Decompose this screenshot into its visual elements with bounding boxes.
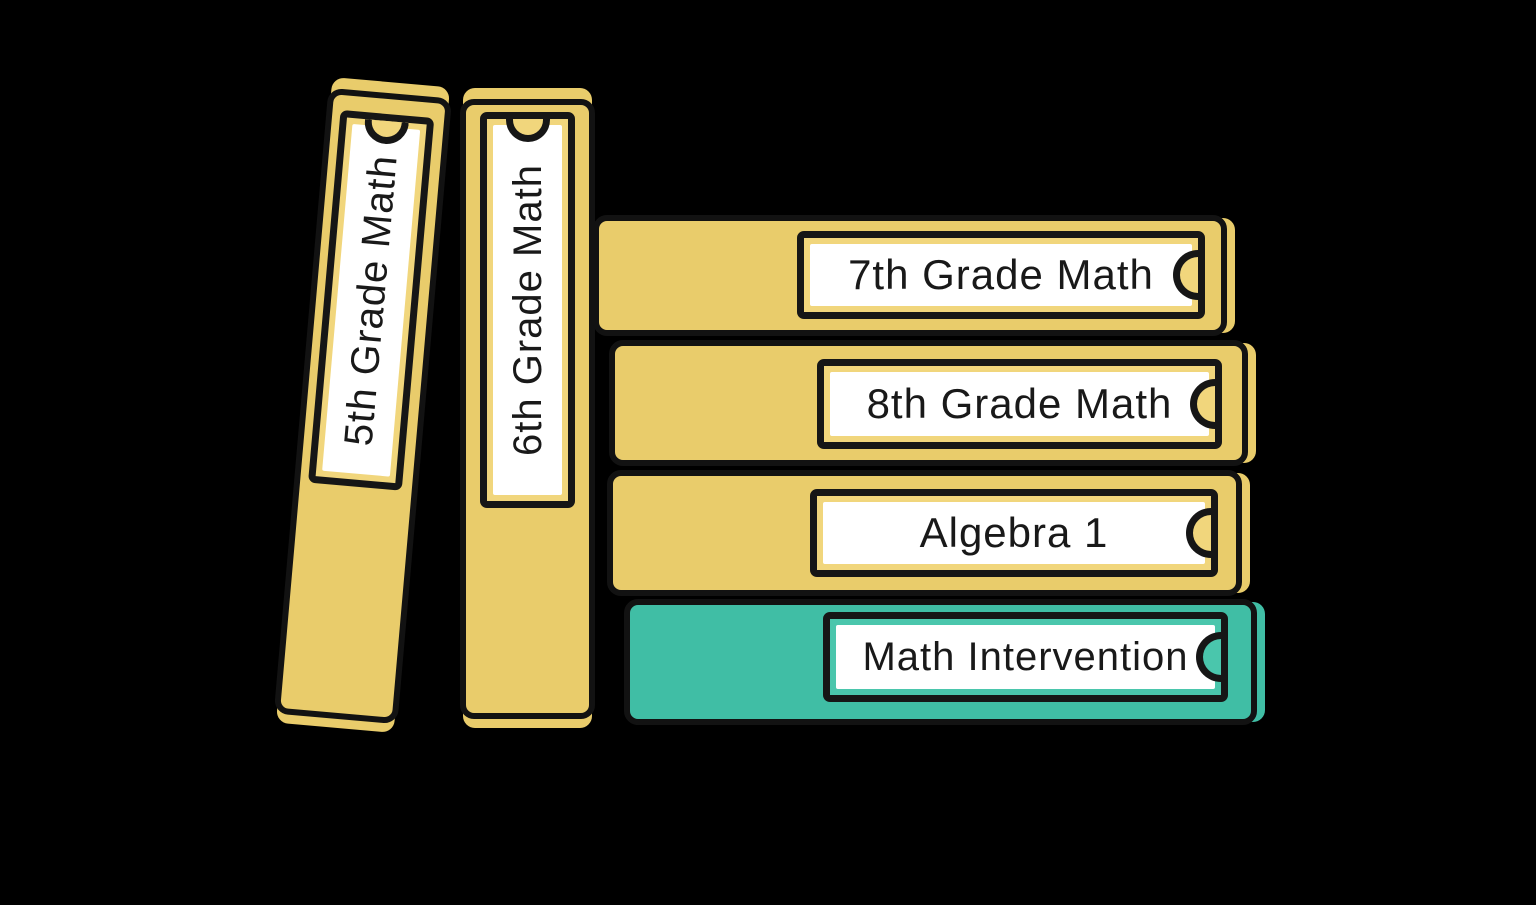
book-title: 7th Grade Math: [848, 251, 1154, 298]
book-title: Algebra 1: [919, 509, 1109, 556]
spine-label: Math Intervention: [823, 612, 1228, 702]
book-title: 6th Grade Math: [505, 164, 550, 456]
spine-label-area: 6th Grade Math: [480, 112, 575, 508]
book-6th-grade-math[interactable]: 6th Grade Math: [460, 88, 595, 728]
spine-label: Algebra 1: [810, 489, 1218, 577]
book-8th-grade-math[interactable]: 8th Grade Math: [609, 340, 1256, 466]
spine-label: 6th Grade Math: [480, 112, 575, 508]
spine-label: 7th Grade Math: [797, 231, 1205, 319]
book-title: 8th Grade Math: [866, 380, 1173, 427]
spine-label: 5th Grade Math: [308, 109, 435, 491]
book-title: Math Intervention: [862, 635, 1189, 679]
book-title: 5th Grade Math: [336, 152, 406, 448]
book-5th-grade-math[interactable]: 5th Grade Math: [273, 77, 453, 733]
book-algebra-1[interactable]: Algebra 1: [607, 470, 1250, 596]
spine-label: 8th Grade Math: [817, 359, 1222, 449]
label-face: [810, 244, 1192, 306]
book-math-intervention[interactable]: Math Intervention: [624, 599, 1265, 725]
label-face: [823, 502, 1205, 564]
book-7th-grade-math[interactable]: 7th Grade Math: [593, 215, 1235, 336]
spine-label-area: 5th Grade Math: [308, 109, 435, 491]
label-face: [836, 625, 1215, 689]
label-face: [830, 372, 1209, 436]
